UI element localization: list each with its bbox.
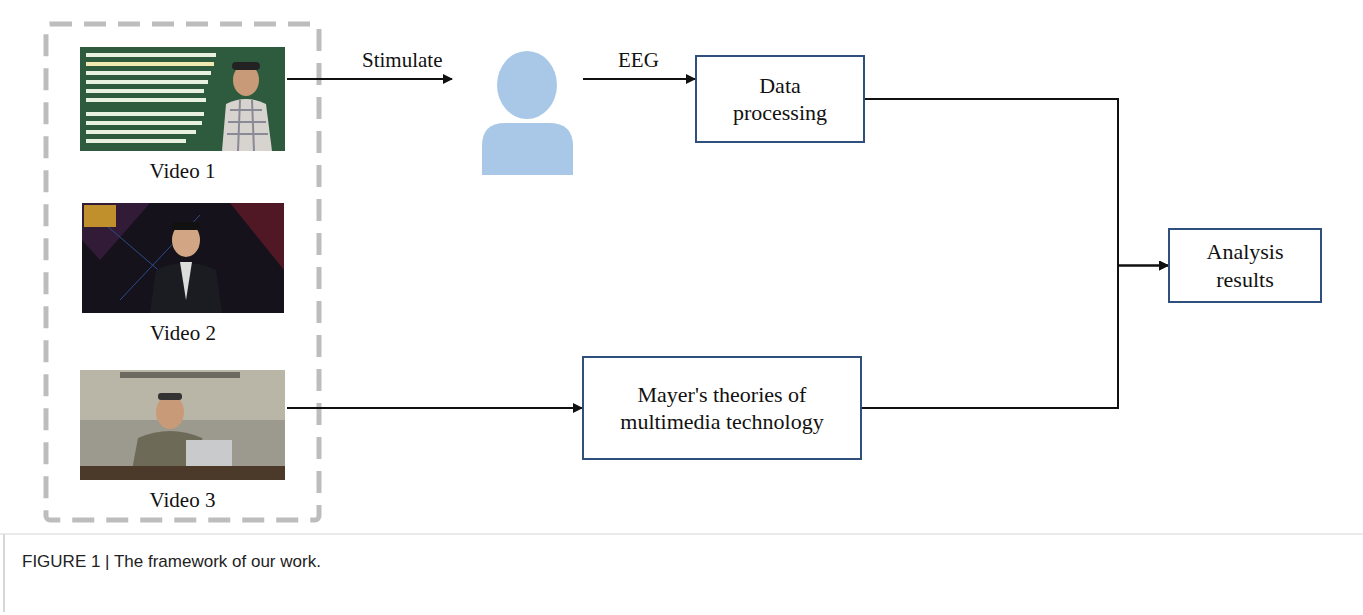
video-thumbnail [80,47,285,151]
thumbnail-slot [82,203,284,321]
video-thumbnail [80,370,285,480]
flow-arrow [287,408,582,409]
box-label: Data processing [717,72,843,127]
connector-line [583,78,695,80]
box-content: Mayer's theories of multimedia technolog… [604,381,840,436]
connector-line [865,99,1168,266]
video-label: Video 2 [82,321,284,346]
video-item: Video 1 [80,47,285,184]
box-content: Analysis results [1190,238,1300,293]
video-thumbnail [82,203,284,313]
thumbnail-slot [80,370,285,488]
process-box: Analysis results [1168,228,1322,303]
box-content: Data processing [717,72,843,127]
connector-line [287,407,582,409]
dashed-group [46,24,319,520]
connector-line [287,78,452,80]
video-label: Video 1 [80,159,285,184]
connector-line [862,266,1168,409]
box-label: Analysis results [1190,238,1300,293]
box-label: Mayer's theories of multimedia technolog… [604,381,840,436]
flow-arrow [865,99,1168,266]
caption-rule [3,534,5,612]
thumbnail-slot [80,47,285,159]
caption-rule [0,534,1363,535]
video-label: Video 3 [80,488,285,513]
process-box: Mayer's theories of multimedia technolog… [582,356,862,460]
video-item: Video 2 [82,203,284,346]
flow-arrow [287,79,695,80]
flow-arrow [862,266,1168,409]
video-item: Video 3 [80,370,285,513]
process-box: Data processing [695,55,865,143]
figure-caption: FIGURE 1 | The framework of our work. [22,552,321,572]
person-icon [482,51,573,175]
signal-label: EEG [618,48,659,73]
edge-label: Stimulate [362,48,443,73]
